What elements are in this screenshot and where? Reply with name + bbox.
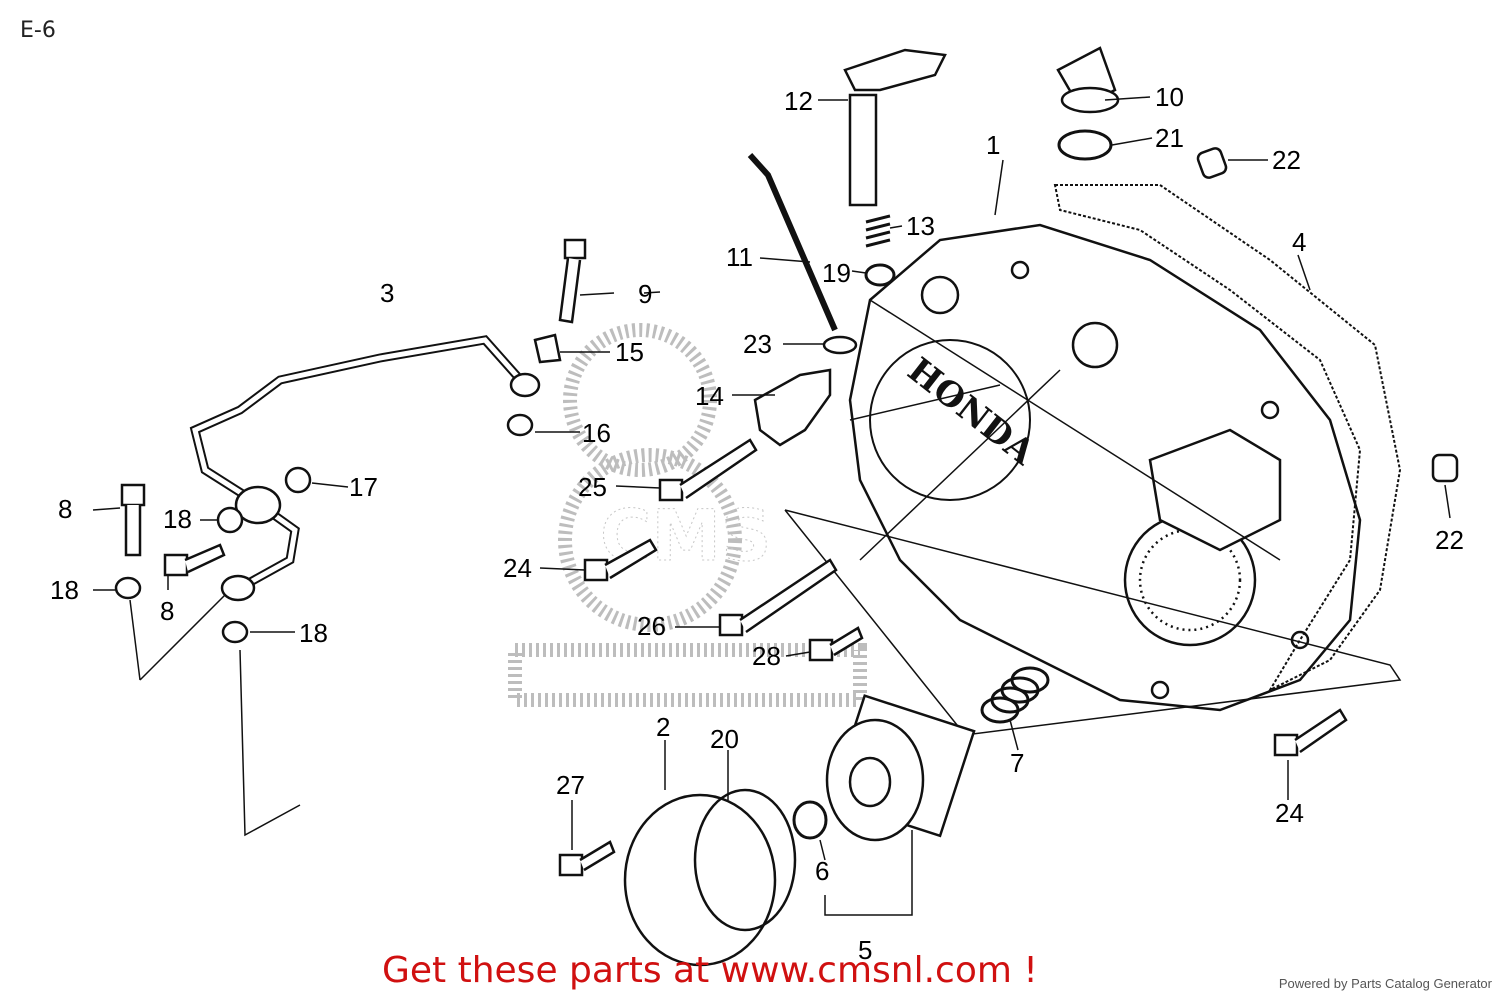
pipe-banjo-upper <box>234 485 282 525</box>
part-label-26: 26 <box>637 611 666 641</box>
part-label-25: 25 <box>578 472 607 502</box>
filter-spring-small <box>792 800 828 840</box>
part-label-24a: 24 <box>503 553 532 583</box>
part-label-23: 23 <box>743 329 772 359</box>
reference-lines <box>129 299 1402 916</box>
filter-cover-o-ring <box>693 788 797 932</box>
part-label-4: 4 <box>1292 227 1307 257</box>
part-label-20: 20 <box>710 724 739 754</box>
part-label-28: 28 <box>752 641 781 671</box>
part-label-2: 2 <box>656 712 671 742</box>
part-label-18b: 18 <box>50 575 79 605</box>
oil-filter <box>825 694 976 842</box>
oil-pipe-inner <box>192 337 528 588</box>
part-label-27: 27 <box>556 770 585 800</box>
part-label-6: 6 <box>815 856 830 886</box>
powered-by-text: Powered by Parts Catalog Generator <box>1278 976 1492 991</box>
cmsnl-link[interactable]: Get these parts at www.cmsnl.com ! <box>382 950 1038 991</box>
part-label-12: 12 <box>784 86 813 116</box>
clutch-lifter-arm <box>843 48 947 207</box>
part-label-11: 11 <box>726 242 753 272</box>
diagram-title: E-6 <box>20 18 56 43</box>
part-label-21: 21 <box>1155 123 1184 153</box>
part-label-8a: 8 <box>58 494 73 524</box>
crankcase-cover <box>848 223 1362 712</box>
pipe-banjo-end <box>509 372 541 398</box>
dowel-pin-right <box>1431 453 1459 483</box>
part-label-19: 19 <box>822 258 851 288</box>
leader-lines <box>92 96 1451 861</box>
part-label-17: 17 <box>349 472 378 502</box>
washers <box>114 333 562 644</box>
oil-filler-cap <box>1056 46 1120 114</box>
part-label-22b: 22 <box>1435 525 1464 555</box>
part-label-16: 16 <box>582 418 611 448</box>
part-label-22a: 22 <box>1272 145 1301 175</box>
filler-cap-o-ring <box>1057 129 1113 161</box>
part-label-10: 10 <box>1155 82 1184 112</box>
oil-seal <box>864 263 896 287</box>
oil-dipstick <box>747 152 838 332</box>
part-label-9: 9 <box>638 279 653 309</box>
part-label-15: 15 <box>615 337 644 367</box>
part-label-8b: 8 <box>160 596 175 626</box>
pipe-banjo-lower <box>220 574 256 602</box>
filter-spring <box>980 666 1050 724</box>
part-label-13: 13 <box>906 211 935 241</box>
part-label-18c: 18 <box>299 618 328 648</box>
dowel-pin-upper <box>1196 147 1228 179</box>
watermark-logo <box>508 323 867 707</box>
filter-cover <box>623 793 777 967</box>
oil-pipe <box>189 335 530 590</box>
part-label-14: 14 <box>695 381 724 411</box>
part-label-3: 3 <box>380 278 395 308</box>
part-label-7: 7 <box>1010 748 1025 778</box>
part-label-24b: 24 <box>1275 798 1304 828</box>
part-label-1: 1 <box>986 130 1001 160</box>
part-label-18a: 18 <box>163 504 192 534</box>
bracket <box>753 368 832 447</box>
cover-gasket <box>1053 184 1402 693</box>
bracket-washer-23 <box>822 335 858 355</box>
part-label-5: 5 <box>858 935 873 965</box>
bolts <box>120 238 1348 877</box>
lifter-spring <box>865 214 891 248</box>
